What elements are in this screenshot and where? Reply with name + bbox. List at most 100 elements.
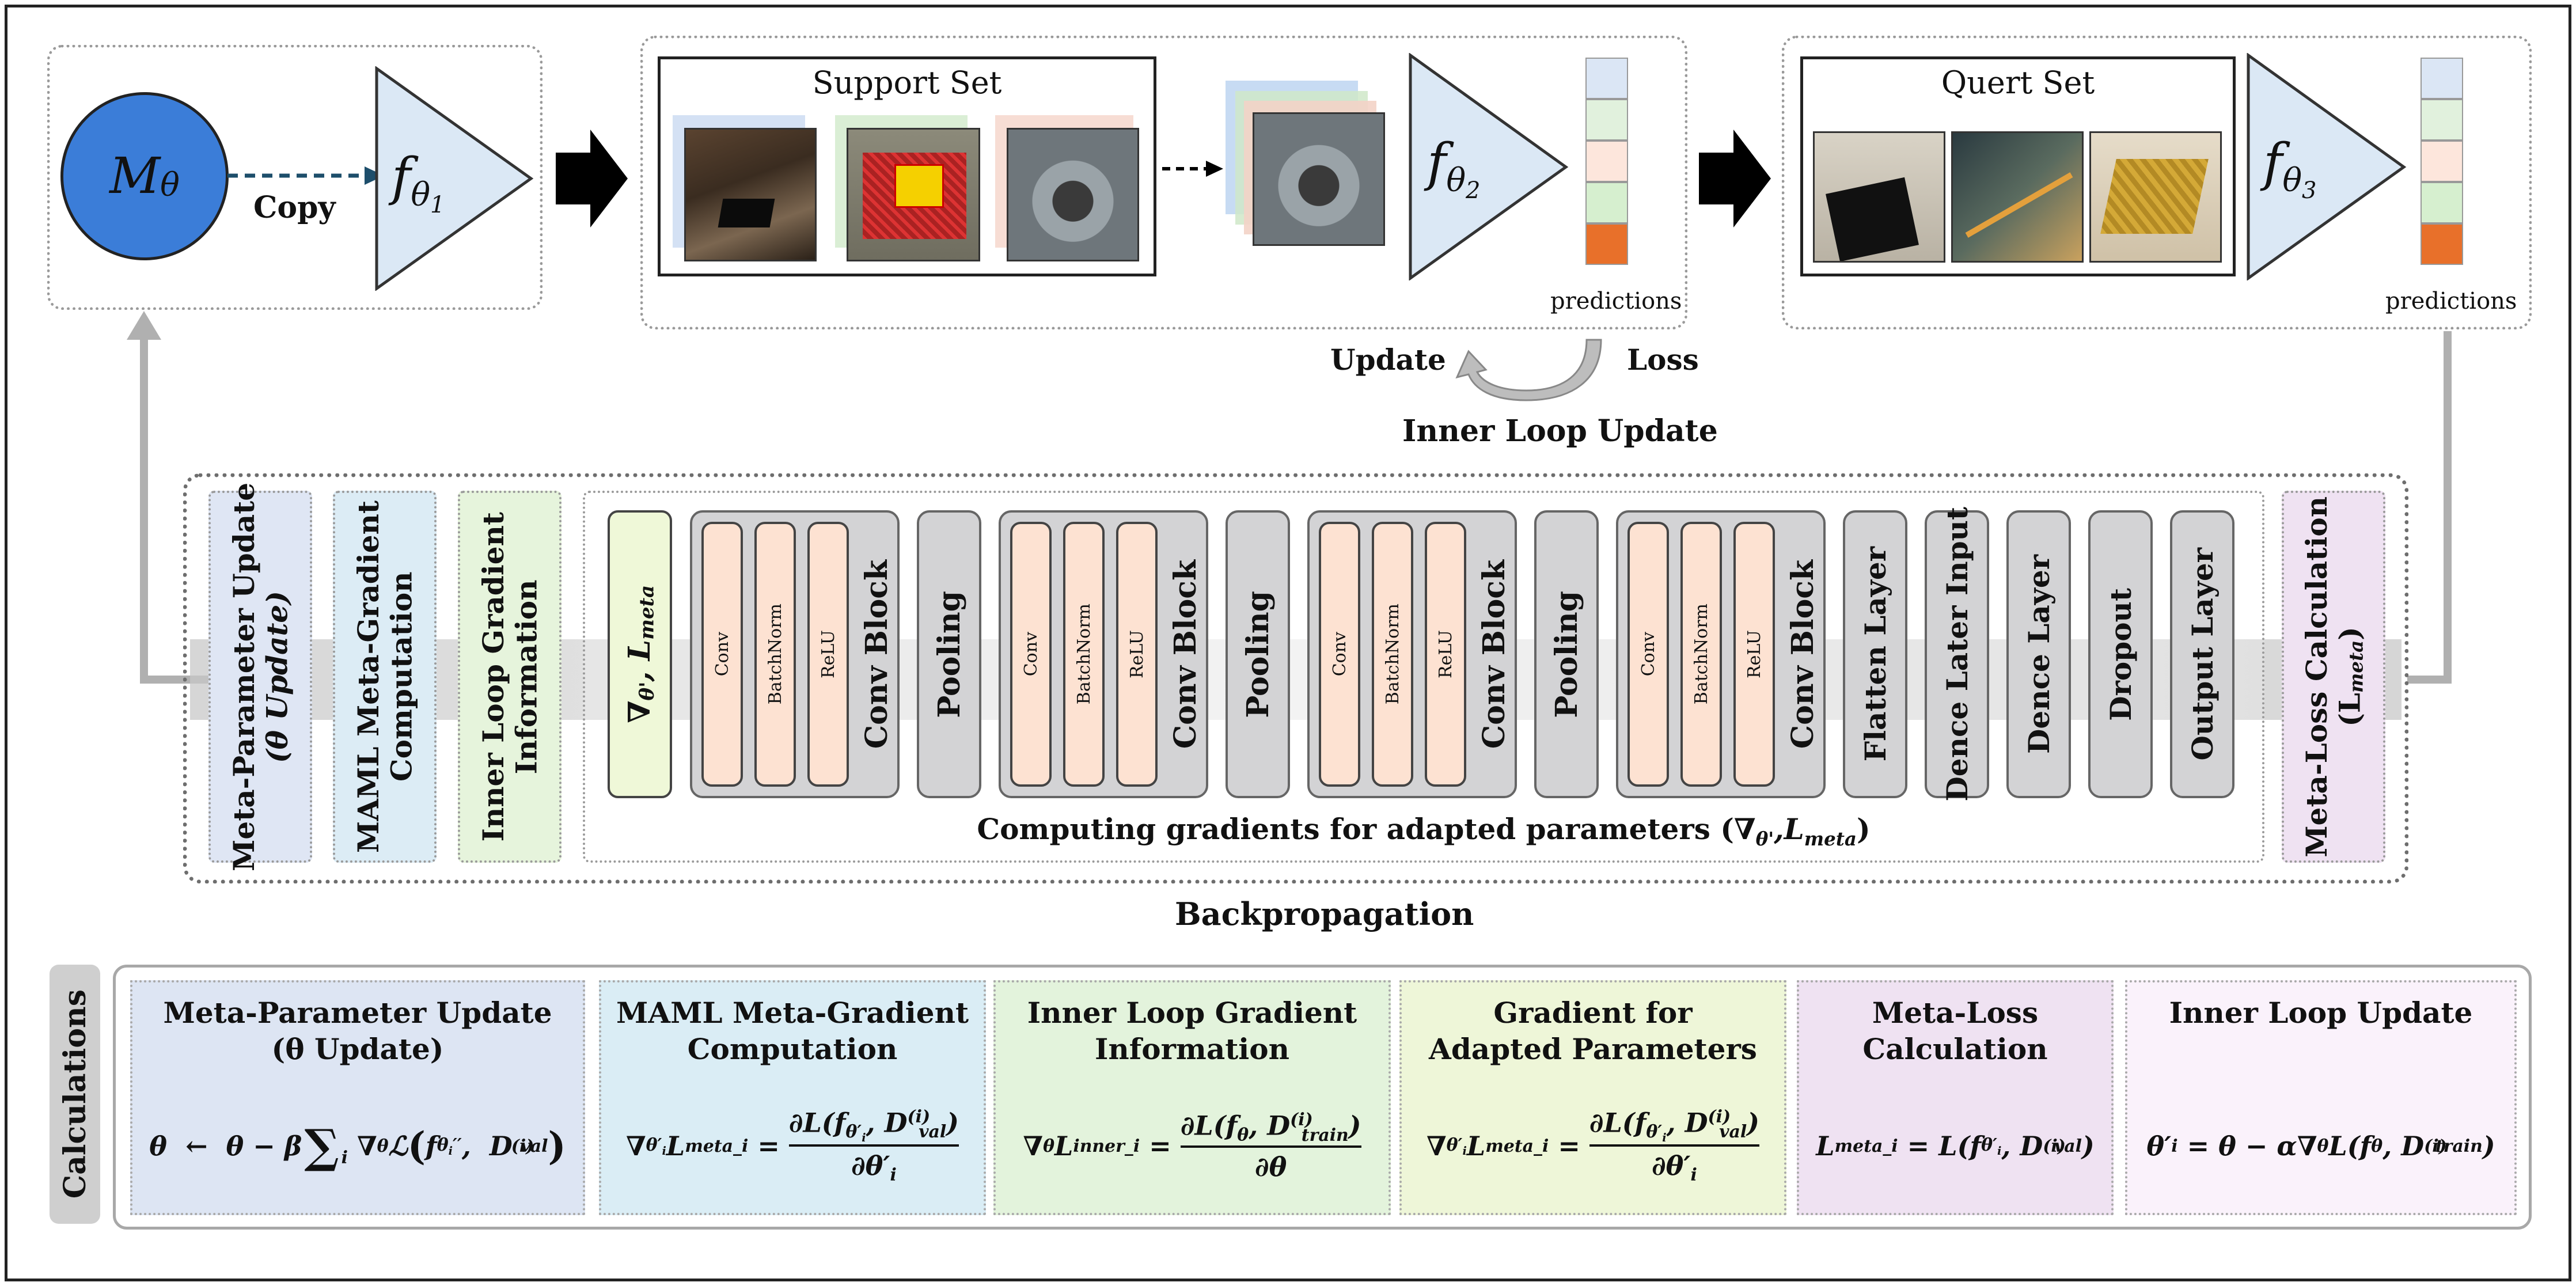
support-to-stack-arrow bbox=[1162, 161, 1223, 177]
conv-block-label: Conv Block bbox=[1167, 559, 1203, 749]
conv-block: Conv BatchNorm ReLU Conv Block bbox=[690, 510, 900, 798]
calculations-side-label: Calculations bbox=[50, 965, 100, 1224]
conv-block-label: Conv Block bbox=[859, 559, 894, 749]
support-photo-2 bbox=[847, 128, 980, 261]
layer-batchnorm: BatchNorm bbox=[1063, 522, 1105, 787]
side-box-meta-loss: Meta-Loss Calculation (Lmeta) bbox=[2282, 491, 2385, 863]
side-box-maml-meta-gradient: MAML Meta-Gradient Computation bbox=[333, 491, 437, 863]
support-set-title: Support Set bbox=[812, 65, 1002, 101]
conv-block-label: Conv Block bbox=[1476, 559, 1512, 749]
query-set-title: Quert Set bbox=[1941, 65, 2095, 101]
calc-box-title: Meta-Parameter Update(θ Update) bbox=[163, 996, 552, 1066]
f-theta-2-label: fθ2 bbox=[1427, 132, 1481, 204]
prediction-cell bbox=[1585, 223, 1628, 265]
query-photo-3 bbox=[2089, 131, 2222, 263]
copy-arrow bbox=[227, 166, 384, 185]
big-arrow-1 bbox=[556, 130, 628, 227]
prediction-bar-2 bbox=[2421, 58, 2463, 265]
prediction-cell bbox=[2421, 99, 2463, 141]
layer-relu: ReLU bbox=[807, 522, 849, 787]
layer-conv: Conv bbox=[1319, 522, 1360, 787]
layer-relu: ReLU bbox=[1733, 522, 1775, 787]
query-photo-1 bbox=[1813, 131, 1945, 263]
side-box-meta-parameter-update: Meta-Parameter Update (θ Update) bbox=[208, 483, 312, 871]
query-photo-2 bbox=[1951, 131, 2084, 263]
calc-box-6: Inner Loop Update bbox=[2125, 980, 2517, 1215]
predictions-label-1: predictions bbox=[1550, 288, 1682, 314]
prediction-cell bbox=[2421, 223, 2463, 265]
tail-layer-output-layer: Output Layer bbox=[2170, 510, 2234, 798]
update-label: Update bbox=[1330, 343, 1446, 377]
f-theta-3-triangle bbox=[2247, 53, 2407, 280]
support-photo-3 bbox=[1007, 128, 1139, 261]
support-set-panel bbox=[640, 36, 1687, 329]
predictions-label-2: predictions bbox=[2385, 288, 2517, 314]
prediction-bar-1 bbox=[1585, 58, 1628, 265]
prediction-cell bbox=[1585, 182, 1628, 223]
layer-relu: ReLU bbox=[1116, 522, 1158, 787]
prediction-cell bbox=[2421, 141, 2463, 182]
conv-block-label: Conv Block bbox=[1785, 559, 1820, 749]
f-theta-1-label: fθ1 bbox=[392, 147, 445, 219]
calc-box-title: Inner Loop Update bbox=[2169, 996, 2473, 1030]
backpropagation-label: Backpropagation bbox=[1175, 896, 1474, 932]
prediction-cell bbox=[2421, 58, 2463, 99]
backprop-panel bbox=[183, 473, 2408, 883]
model-label: M bbox=[109, 147, 161, 205]
calculations-panel bbox=[113, 965, 2532, 1230]
model-copy-box bbox=[47, 45, 542, 310]
loss-label: Loss bbox=[1627, 343, 1699, 377]
inner-loop-update-label: Inner Loop Update bbox=[1402, 414, 1718, 449]
grad-meta-box: ∇θ', Lmeta bbox=[608, 510, 672, 798]
prediction-cell bbox=[1585, 99, 1628, 141]
pooling-layer: Pooling bbox=[917, 510, 981, 798]
layer-conv: Conv bbox=[701, 522, 743, 787]
copy-label: Copy bbox=[253, 190, 336, 225]
layer-batchnorm: BatchNorm bbox=[754, 522, 796, 787]
tail-layer-flatten-layer: Flatten Layer bbox=[1843, 510, 1907, 798]
layer-conv: Conv bbox=[1010, 522, 1052, 787]
tail-layer-dence-layer: Dence Layer bbox=[2006, 510, 2071, 798]
pooling-layer: Pooling bbox=[1226, 510, 1290, 798]
query-set-panel bbox=[1782, 36, 2532, 329]
prediction-cell bbox=[1585, 58, 1628, 99]
calc-box-1: Meta-Parameter Update(θ Update) bbox=[130, 980, 585, 1215]
big-arrow-2 bbox=[1699, 130, 1771, 227]
support-photo-1 bbox=[684, 128, 817, 261]
tail-layer-dropout: Dropout bbox=[2088, 510, 2153, 798]
prediction-cell bbox=[1585, 141, 1628, 182]
computing-gradients-caption: Computing gradients for adapted paramete… bbox=[977, 812, 1871, 850]
figure-frame bbox=[5, 5, 2571, 1281]
stacked-photo bbox=[1253, 112, 1385, 246]
f-theta-1-triangle bbox=[375, 66, 534, 291]
conv-block: Conv BatchNorm ReLU Conv Block bbox=[1616, 510, 1826, 798]
layer-batchnorm: BatchNorm bbox=[1680, 522, 1722, 787]
layer-relu: ReLU bbox=[1425, 522, 1466, 787]
layer-batchnorm: BatchNorm bbox=[1372, 522, 1413, 787]
pooling-layer: Pooling bbox=[1534, 510, 1599, 798]
layer-conv: Conv bbox=[1627, 522, 1669, 787]
prediction-cell bbox=[2421, 182, 2463, 223]
conv-block: Conv BatchNorm ReLU Conv Block bbox=[1307, 510, 1517, 798]
side-box-inner-loop-gradient: Inner Loop Gradient Information bbox=[458, 491, 562, 863]
inner-loop-cycle-arrows bbox=[1455, 339, 1602, 401]
f-theta-2-triangle bbox=[1409, 53, 1569, 280]
f-theta-3-label: fθ3 bbox=[2263, 132, 2317, 204]
tail-layer-dence-later-input: Dence Later Input bbox=[1925, 507, 1989, 802]
model-sub: θ bbox=[160, 166, 180, 204]
